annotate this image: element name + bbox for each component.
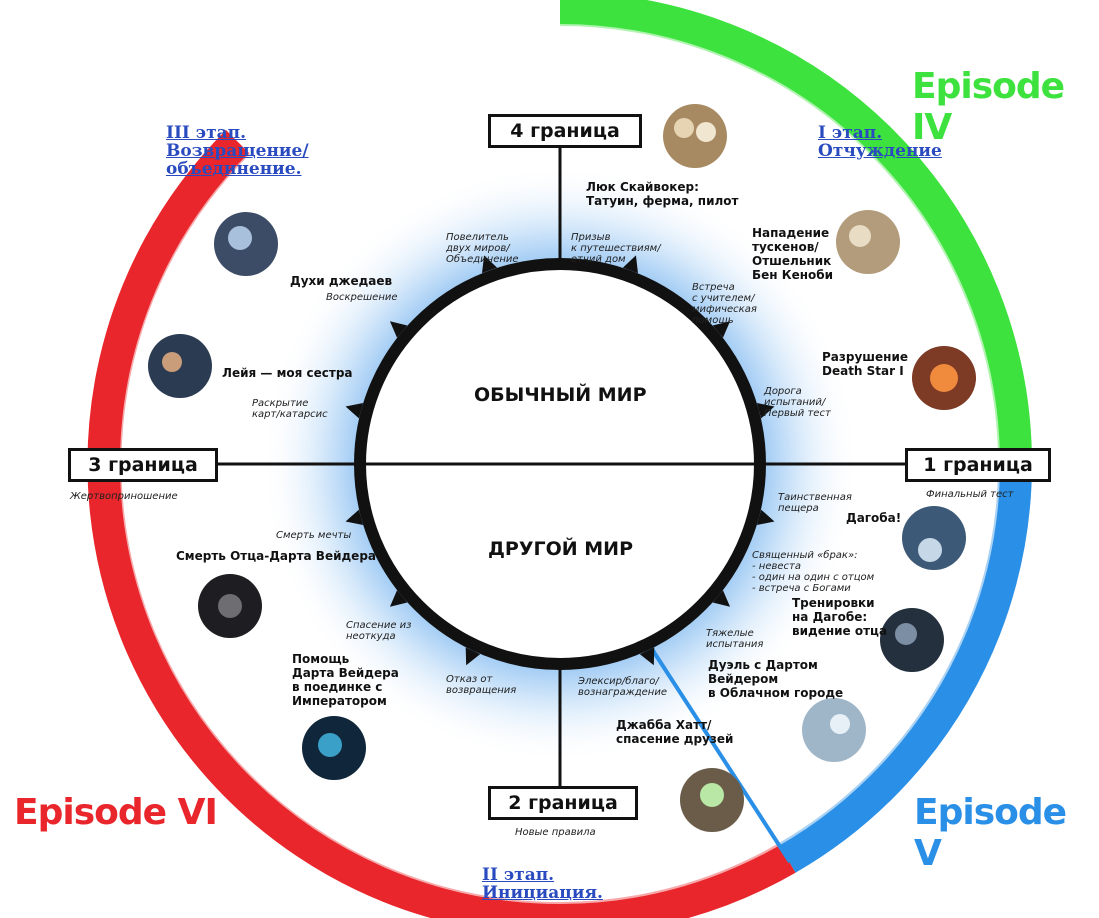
event-dagobah: Дагоба!: [846, 511, 902, 525]
boundary-2-caption: Новые правила: [515, 827, 596, 838]
boundary-1: 1 граница: [905, 448, 1051, 482]
event-luke-tatooine: Люк Скайвокер:Татуин, ферма, пилот: [586, 180, 739, 208]
stage-2-title: II этап.Инициация.: [482, 865, 603, 903]
episode-v-label: Episode V: [914, 792, 1067, 874]
stage-1-title: I этап.Отчуждение: [818, 123, 942, 161]
step-marker: [712, 590, 731, 607]
stage-3-title: III этап.Возвращение/объединение.: [166, 123, 309, 179]
step-marker: [639, 647, 655, 666]
step-marker: [345, 509, 364, 526]
step-marker: [389, 590, 408, 607]
event-vader-death: Смерть Отца-Дарта Вейдера: [176, 549, 377, 563]
step-marker: [345, 402, 364, 419]
boundary-1-caption: Финальный тест: [926, 489, 1014, 500]
step-marker: [712, 321, 731, 338]
boundary-3-caption: Жертвоприношение: [70, 491, 178, 502]
boundary-4: 4 граница: [488, 114, 642, 148]
thumb-dagobah: [902, 506, 966, 570]
arc-episode-v: [778, 463, 1032, 873]
step-elixir-reward: Элексир/благо/вознаграждение: [578, 676, 667, 698]
thumb-luke-tatooine: [663, 104, 727, 168]
arc-episode-vi: [87, 129, 561, 918]
step-marker: [756, 509, 775, 526]
step-resurrection: Воскрешение: [326, 292, 398, 303]
step-marker: [389, 321, 408, 338]
boundary-2: 2 граница: [488, 786, 638, 820]
journey-step-markers: [345, 255, 775, 666]
step-marker: [465, 647, 481, 666]
episode-iv-label: Episode IV: [912, 66, 1065, 148]
step-marker: [756, 402, 775, 419]
thumbnails: [148, 104, 976, 832]
event-jedi-spirits: Духи джедаев: [290, 274, 393, 288]
arc-episode-vi-bottom: [559, 843, 796, 918]
step-sacred-marriage: Священный «брак»:- невеста- один на один…: [752, 550, 875, 594]
event-jabba-rescue: Джабба Хатт/спасение друзей: [616, 718, 734, 746]
episode-vi-label: Episode VI: [14, 792, 218, 833]
step-death-of-dream: Смерть мечты: [276, 530, 352, 541]
other-world-label: ДРУГОЙ МИР: [488, 538, 634, 560]
step-marker: [482, 255, 498, 274]
event-leia-sister: Лейя — моя сестра: [222, 366, 353, 380]
boundary-3: 3 граница: [68, 448, 218, 482]
arc-episode-iv: [559, 0, 1032, 465]
step-marker: [622, 255, 638, 274]
ordinary-world-label: ОБЫЧНЫЙ МИР: [474, 384, 647, 406]
episode-divider-line: [646, 641, 792, 864]
